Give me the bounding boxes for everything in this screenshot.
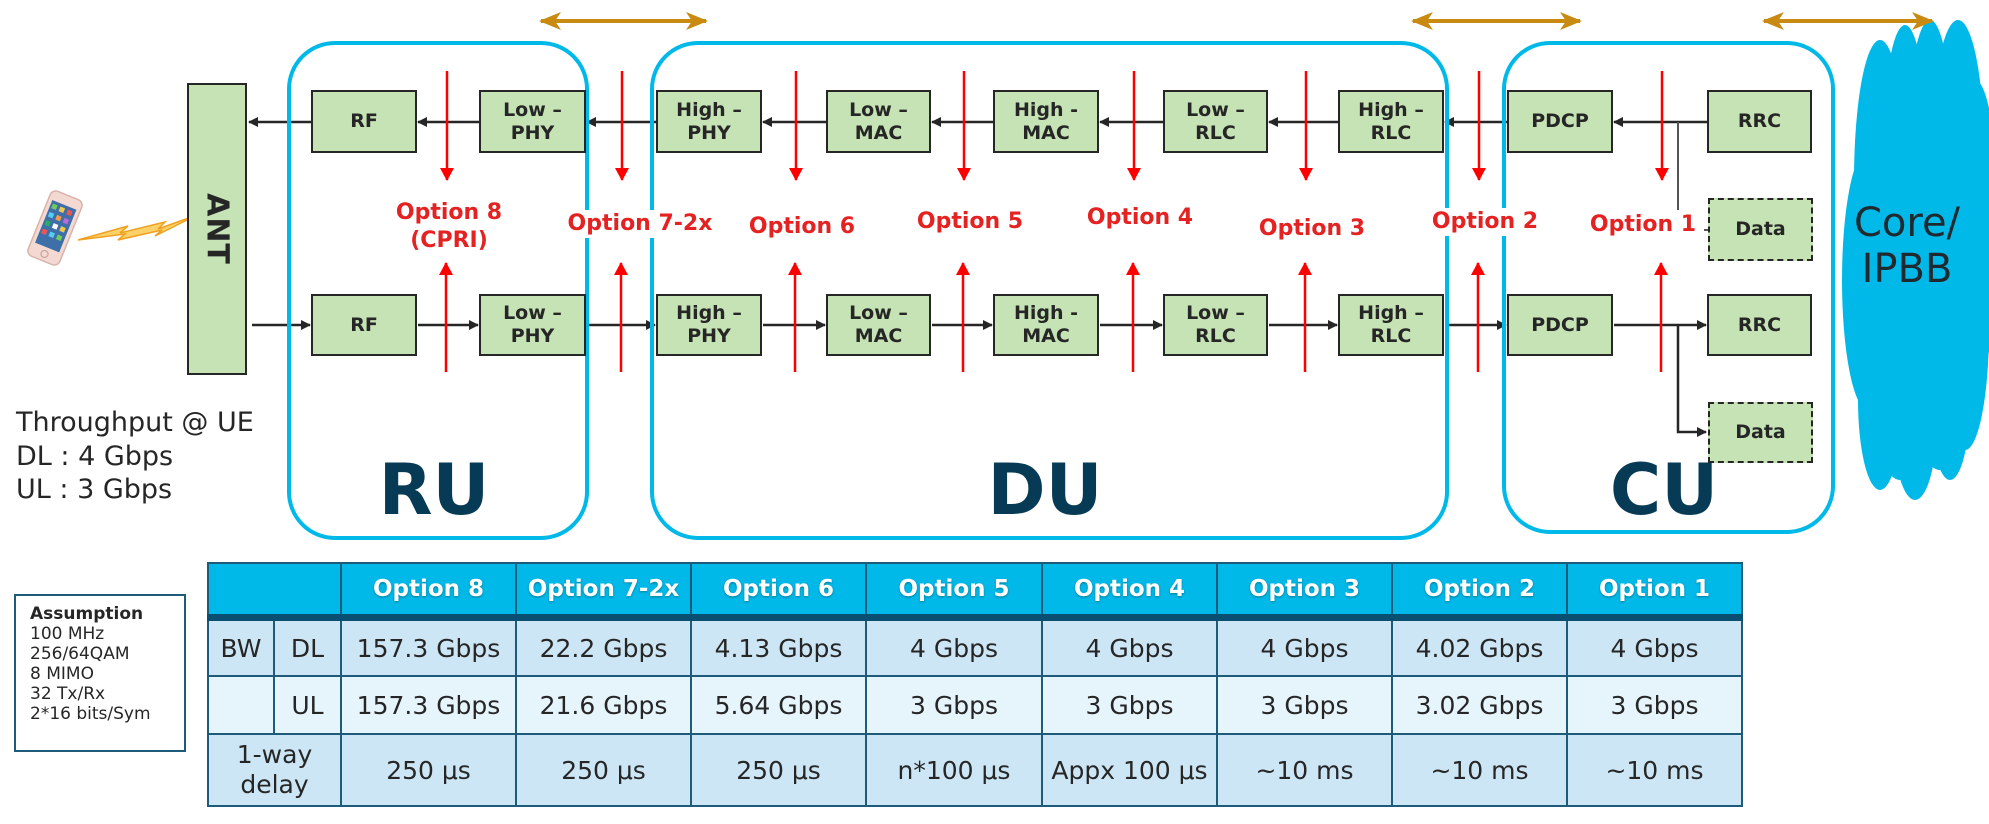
table-cell: n*100 μs (865, 733, 1043, 807)
assumption-line: 100 MHz (30, 624, 105, 644)
du-box (650, 41, 1449, 540)
ul-low-rlc-block: Low – RLC (1163, 294, 1268, 356)
ul-high-phy-block: High – PHY (656, 294, 762, 356)
dl-rrc-block: RRC (1707, 90, 1812, 153)
dl-high-rlc-block: High – RLC (1338, 90, 1444, 153)
table-cell: 4 Gbps (1566, 616, 1743, 677)
cu-box (1502, 41, 1835, 534)
row-label-dl: DL (273, 616, 342, 677)
split-label-option-2: Option 2 (1429, 208, 1541, 236)
ul-high-mac-block: High - MAC (993, 294, 1099, 356)
table-cell: 250 μs (340, 733, 517, 807)
split-label-option-8: Option 8 (CPRI) (393, 199, 505, 255)
assumption-line: 2*16 bits/Sym (30, 704, 151, 724)
table-cell: 4 Gbps (1041, 616, 1218, 677)
header-option-3: Option 3 (1216, 562, 1393, 621)
table-cell: 250 μs (690, 733, 867, 807)
assumption-box: Assumption 100 MHz 256/64QAM 8 MIMO 32 T… (14, 594, 186, 752)
assumption-line: 256/64QAM (30, 644, 130, 664)
header-option-8: Option 8 (340, 562, 517, 621)
header-option-1: Option 1 (1566, 562, 1743, 621)
du-label: DU (987, 449, 1103, 531)
table-cell: ~10 ms (1216, 733, 1393, 807)
split-arrows (439, 71, 1669, 372)
row-label-delay: 1-way delay (207, 733, 342, 807)
row-label-ul: UL (273, 675, 342, 735)
dl-high-phy-block: High – PHY (656, 90, 762, 153)
split-label-option-5: Option 5 (914, 208, 1026, 236)
ul-low-mac-block: Low – MAC (826, 294, 931, 356)
ul-rf-block: RF (311, 294, 417, 356)
header-option-4: Option 4 (1041, 562, 1218, 621)
throughput-dl: DL : 4 Gbps (16, 441, 174, 472)
table-cell: 4.02 Gbps (1391, 616, 1568, 677)
ul-rrc-block: RRC (1707, 294, 1812, 356)
table-cell: ~10 ms (1391, 733, 1568, 807)
table-cell: ~10 ms (1566, 733, 1743, 807)
bw-label-empty (207, 675, 275, 735)
assumption-line: 8 MIMO (30, 664, 94, 684)
dl-data-block: Data (1708, 198, 1813, 261)
table-cell: 22.2 Gbps (515, 616, 692, 677)
bw-label: BW (207, 616, 275, 677)
table-cell: 3.02 Gbps (1391, 675, 1568, 735)
table-cell: 3 Gbps (1216, 675, 1393, 735)
table-cell: 157.3 Gbps (340, 616, 517, 677)
header-option-7-2x: Option 7-2x (515, 562, 692, 621)
split-label-option-3: Option 3 (1256, 215, 1368, 243)
cu-label: CU (1609, 449, 1719, 531)
ru-box (287, 41, 589, 540)
ul-low-phy-block: Low – PHY (479, 294, 586, 356)
split-label-option-4: Option 4 (1084, 204, 1196, 232)
downlink-flow (248, 117, 1710, 231)
table-cell: 3 Gbps (865, 675, 1043, 735)
table-cell: 157.3 Gbps (340, 675, 517, 735)
table-cell: 4 Gbps (1216, 616, 1393, 677)
table-cell: 4 Gbps (865, 616, 1043, 677)
table-cell: 21.6 Gbps (515, 675, 692, 735)
ru-label: RU (378, 449, 490, 531)
core-cloud (1842, 20, 1989, 500)
ul-high-rlc-block: High – RLC (1338, 294, 1444, 356)
table-cell: 3 Gbps (1566, 675, 1743, 735)
ue-phone-icon (27, 190, 83, 266)
table-cell: 5.64 Gbps (690, 675, 867, 735)
assumption-line: 32 Tx/Rx (30, 684, 106, 704)
ul-data-block: Data (1708, 402, 1813, 463)
dl-low-phy-block: Low – PHY (479, 90, 586, 153)
table-row-dl: BW DL 157.3 Gbps 22.2 Gbps 4.13 Gbps 4 G… (207, 616, 1743, 677)
wireless-link-icon (77, 214, 198, 241)
antenna-label: ANT (199, 193, 235, 265)
split-comparison-table: Option 8 Option 7-2x Option 6 Option 5 O… (207, 562, 1743, 807)
throughput-ul: UL : 3 Gbps (16, 474, 173, 505)
table-header-row: Option 8 Option 7-2x Option 6 Option 5 O… (207, 562, 1743, 621)
ul-pdcp-block: PDCP (1507, 294, 1613, 356)
throughput-title: Throughput @ UE (16, 407, 254, 438)
dl-high-mac-block: High - MAC (993, 90, 1099, 153)
split-label-option-1: Option 1 (1587, 211, 1699, 239)
assumption-title: Assumption (30, 604, 144, 624)
header-corner (207, 562, 342, 621)
table-cell: Appx 100 μs (1041, 733, 1218, 807)
table-cell: 3 Gbps (1041, 675, 1218, 735)
table-cell: 250 μs (515, 733, 692, 807)
dl-low-rlc-block: Low – RLC (1163, 90, 1268, 153)
dl-pdcp-block: PDCP (1507, 90, 1613, 153)
header-option-6: Option 6 (690, 562, 867, 621)
core-ipbb-label: Core/ IPBB (1853, 200, 1961, 292)
dl-low-mac-block: Low – MAC (826, 90, 931, 153)
table-cell: 4.13 Gbps (690, 616, 867, 677)
table-row-ul: UL 157.3 Gbps 21.6 Gbps 5.64 Gbps 3 Gbps… (207, 675, 1743, 735)
header-option-2: Option 2 (1391, 562, 1568, 621)
table-row-delay: 1-way delay 250 μs 250 μs 250 μs n*100 μ… (207, 733, 1743, 807)
split-label-option-6: Option 6 (746, 213, 858, 241)
header-option-5: Option 5 (865, 562, 1043, 621)
split-label-option-7-2x: Option 7-2x (565, 210, 715, 238)
dl-rf-block: RF (311, 90, 417, 153)
antenna-block: ANT (187, 83, 247, 375)
